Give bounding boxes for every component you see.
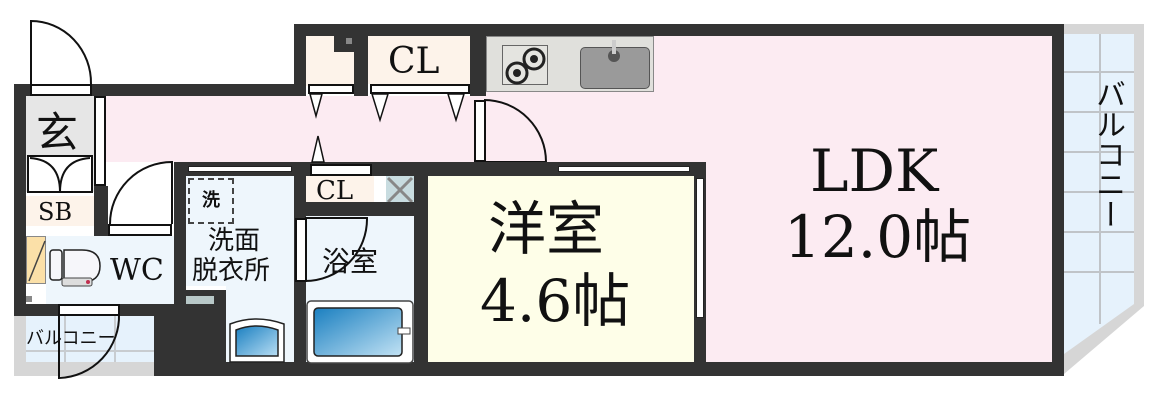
- bathroom-door[interactable]: [295, 218, 307, 282]
- hallway: [100, 96, 480, 162]
- ldk-door-swing: [483, 99, 548, 163]
- western-room: [428, 176, 694, 362]
- ldk-size: 12.0帖: [784, 203, 972, 271]
- wc-door[interactable]: [108, 224, 172, 236]
- hall-to-ldk: [470, 96, 710, 162]
- wall-left: [14, 84, 26, 316]
- closet-top-label: CL: [388, 41, 440, 82]
- shoe-cabinet-doors: [27, 155, 93, 193]
- closet-top: CL: [368, 36, 470, 84]
- western-room-name: 洋室: [488, 195, 605, 263]
- entrance-door-swing: [30, 19, 93, 85]
- washroom: [186, 176, 294, 286]
- closet-mid: CL: [306, 176, 374, 206]
- wall-right: [1052, 24, 1064, 374]
- wall-mid-horizontal: [176, 162, 706, 176]
- western-room-size: 4.6帖: [480, 267, 631, 335]
- western-sliding-door[interactable]: [558, 166, 690, 172]
- wall-bottom: [154, 362, 1064, 376]
- stove-icon: [502, 45, 548, 85]
- washroom-label-1: 洗面: [208, 226, 261, 256]
- balcony-left-label: バルコニー: [26, 328, 116, 349]
- closet-mid-fold-mark: [311, 135, 325, 163]
- ldk-name: LDK: [810, 137, 939, 205]
- washer-label: 洗: [202, 190, 220, 211]
- balcony-right-label: バルコニー: [1090, 79, 1125, 229]
- wc-door-swing: [109, 160, 173, 225]
- balcony-left-door[interactable]: [58, 304, 120, 316]
- western-closet-door[interactable]: [696, 178, 704, 318]
- folding-door-marks: [309, 93, 466, 123]
- pipe-shaft: [26, 236, 46, 284]
- shoe-box: SB: [26, 196, 94, 226]
- entrance-label: 玄: [36, 108, 79, 157]
- sink-icon: [580, 40, 650, 89]
- balcony-right-shape: [1064, 24, 1144, 374]
- entrance-door[interactable]: [30, 84, 92, 96]
- closet-mid-label: CL: [316, 176, 354, 206]
- wc-label: WC: [110, 253, 164, 288]
- washbasin-icon: [229, 318, 285, 363]
- balcony-left: バルコニー: [14, 314, 154, 376]
- storage-small: [306, 36, 354, 86]
- shoe-box-label: SB: [38, 198, 73, 226]
- wall-left-upper: [294, 24, 306, 96]
- washer-space: 洗: [188, 178, 234, 224]
- balcony-left-door-swing: [58, 313, 121, 380]
- vent-icon: [186, 296, 214, 304]
- wall-top-right: [294, 24, 1060, 36]
- toilet-icon: [49, 249, 101, 287]
- bathtub-icon: [306, 300, 414, 364]
- washroom-sliding-door[interactable]: [188, 166, 292, 172]
- bathroom-label: 浴室: [322, 245, 379, 278]
- ldk-door[interactable]: [474, 100, 486, 162]
- kitchen-counter: [486, 36, 654, 92]
- wall-core-dark: [154, 290, 226, 376]
- ps-box: [386, 176, 414, 204]
- washroom-label-2: 脱衣所: [192, 256, 271, 286]
- bathroom-door-swing: [304, 217, 369, 282]
- balcony-right: バルコニー: [1064, 24, 1144, 374]
